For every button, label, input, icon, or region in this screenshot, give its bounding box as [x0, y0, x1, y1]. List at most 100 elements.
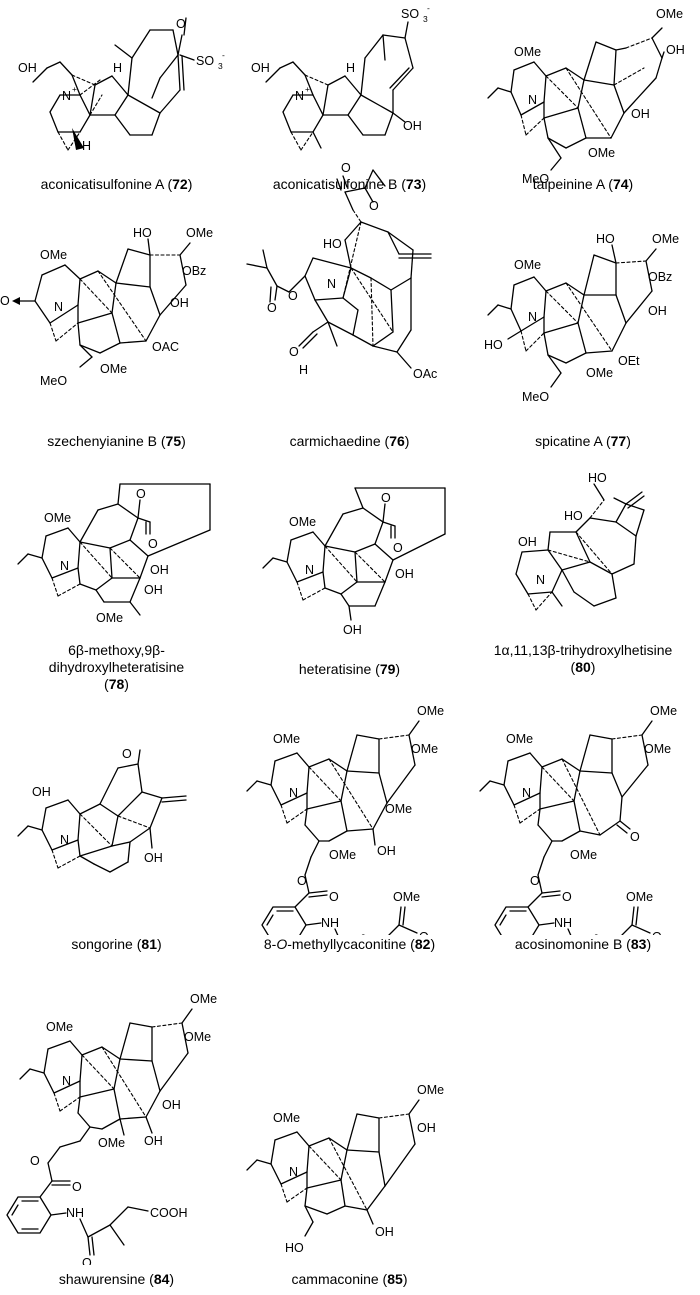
- compound-name: aconicatisulfonine A: [40, 176, 164, 192]
- ome-label: OMe: [656, 7, 683, 21]
- ho-label: HO: [588, 471, 607, 485]
- structure-75-drawing: HO OMe OMe OBz OH OAC O N MeO OMe: [0, 226, 213, 388]
- oh-label: OH: [518, 535, 537, 549]
- compound-name: 1α,11,13β-trihydroxylhetisine: [493, 642, 673, 658]
- oh-label: OH: [631, 107, 650, 121]
- n-label: N: [54, 300, 63, 314]
- meo-label: MeO: [522, 172, 549, 186]
- oh-label: OH: [375, 1225, 394, 1239]
- compound-caption: 6β-methoxy,9β- dihydroxylheteratisine (7…: [48, 642, 185, 692]
- o-label: O: [288, 289, 298, 303]
- n-label: N: [528, 93, 537, 107]
- o-label: O: [72, 1180, 82, 1194]
- compound-number: 73: [405, 176, 422, 192]
- ome-label: OMe: [393, 890, 420, 904]
- n-label: N: [60, 559, 69, 573]
- o-label: O: [267, 301, 277, 315]
- h-label: H: [82, 139, 91, 153]
- oac-label: OAC: [152, 340, 179, 354]
- ho-label: HO: [285, 1241, 304, 1255]
- o-label: O: [562, 890, 572, 904]
- ho-label: HO: [133, 226, 152, 240]
- nh-label: NH: [321, 916, 339, 930]
- oh-label: OH: [170, 296, 189, 310]
- h-label: H: [299, 363, 308, 377]
- compound-74: OMe OMe OH OH N MeO OMe taipeinine A (74…: [466, 0, 700, 200]
- n-label: N: [295, 89, 304, 103]
- oh-label: OH: [343, 623, 362, 637]
- oh-label: OH: [666, 43, 685, 57]
- o-label: O: [122, 747, 132, 761]
- n-label: N: [528, 310, 537, 324]
- compound-number: 76: [389, 433, 405, 449]
- charge-label: -: [427, 3, 430, 13]
- compound-caption: carmichaedine (76): [289, 433, 410, 449]
- ho-label: HO: [596, 232, 615, 246]
- compound-name: carmichaedine: [289, 433, 381, 449]
- ome-label: OMe: [652, 232, 679, 246]
- compound-name: cammaconine: [291, 1271, 379, 1287]
- compound-number: 81: [141, 936, 157, 952]
- compound-caption: aconicatisulfonine A (72): [40, 176, 193, 192]
- compound-84: OMe OMe OMe N OH OMe OH O O NH COOH O sh…: [0, 985, 233, 1290]
- ome-label: OMe: [100, 362, 127, 376]
- compound-number: 78: [108, 676, 125, 692]
- o-label: O: [341, 161, 351, 175]
- ome-label: OMe: [626, 890, 653, 904]
- compound-83: OMe OMe OMe N OMe O O O NH OMe O O acosi…: [466, 695, 700, 960]
- o-label: O: [176, 17, 186, 31]
- ome-label: OMe: [289, 515, 316, 529]
- compound-name: shawurensine: [58, 1271, 146, 1287]
- compound-name: taipeinine A: [532, 176, 605, 192]
- h-label: H: [346, 61, 355, 75]
- n-label: N: [536, 573, 545, 587]
- o-label: O: [652, 930, 662, 935]
- ome-label: OMe: [514, 258, 541, 272]
- structure-81-drawing: O OH N OH: [17, 747, 187, 873]
- compound-75: HO OMe OMe OBz OH OAC O N MeO OMe szeche…: [0, 215, 233, 465]
- compound-85: OMe OH OMe N OH HO cammaconine (85): [233, 1060, 466, 1290]
- compound-caption: 8-O-methyllycaconitine (82): [263, 936, 436, 952]
- n-label: N: [62, 1074, 71, 1088]
- meo-label: MeO: [40, 374, 67, 388]
- o-label: O: [148, 537, 158, 551]
- compound-number: 75: [165, 433, 182, 449]
- o-label: O: [393, 541, 403, 555]
- compound-name: songorine: [71, 936, 133, 952]
- compound-80: HO HO OH N 1α,11,13β-trihydroxylhetisine…: [466, 470, 700, 695]
- obz-label: OBz: [648, 270, 672, 284]
- o-label: O: [419, 930, 429, 935]
- ome-label: OMe: [570, 848, 597, 862]
- compound-73: OH N + H OH SO 3 - aconicatisulfonine B …: [233, 0, 466, 200]
- oh-label: OH: [403, 119, 422, 133]
- o-label: O: [289, 345, 299, 359]
- n-label: N: [60, 833, 69, 847]
- ome-label: OMe: [506, 732, 533, 746]
- compound-number: 83: [630, 936, 647, 952]
- ho-label: HO: [484, 338, 503, 352]
- compound-number: 85: [387, 1271, 403, 1287]
- compound-name: aconicatisulfonine B: [272, 176, 398, 192]
- ome-label: OMe: [385, 802, 412, 816]
- oh-label: OH: [144, 583, 163, 597]
- oh-label: OH: [162, 1098, 181, 1112]
- ome-label: OMe: [586, 366, 613, 380]
- o-label: O: [136, 487, 146, 501]
- compound-79: OMe O O OH N OH heteratisine (79): [233, 470, 466, 695]
- ome-label: OMe: [417, 704, 444, 718]
- compound-name: acosinomonine B: [514, 936, 623, 952]
- nh-label: NH: [66, 1206, 84, 1220]
- oh-label: OH: [144, 1134, 163, 1148]
- ome-label: OMe: [273, 1111, 300, 1125]
- compound-78: OMe O O OH OH N OMe 6β-methoxy,9β- dihyd…: [0, 470, 233, 695]
- structure-84-drawing: OMe OMe OMe N OH OMe OH O O NH COOH O: [6, 992, 217, 1265]
- ome-label: OMe: [417, 1083, 444, 1097]
- compound-81: O OH N OH songorine (81): [0, 740, 233, 960]
- compound-name: spicatine A: [535, 433, 603, 449]
- oh-label: OH: [417, 1121, 436, 1135]
- subscript-label: 3: [218, 61, 223, 71]
- o-label: O: [30, 1154, 40, 1168]
- h-label: H: [113, 61, 122, 75]
- compound-caption: aconicatisulfonine B (73): [272, 176, 427, 192]
- structure-85-drawing: OMe OH OMe N OH HO: [246, 1083, 444, 1255]
